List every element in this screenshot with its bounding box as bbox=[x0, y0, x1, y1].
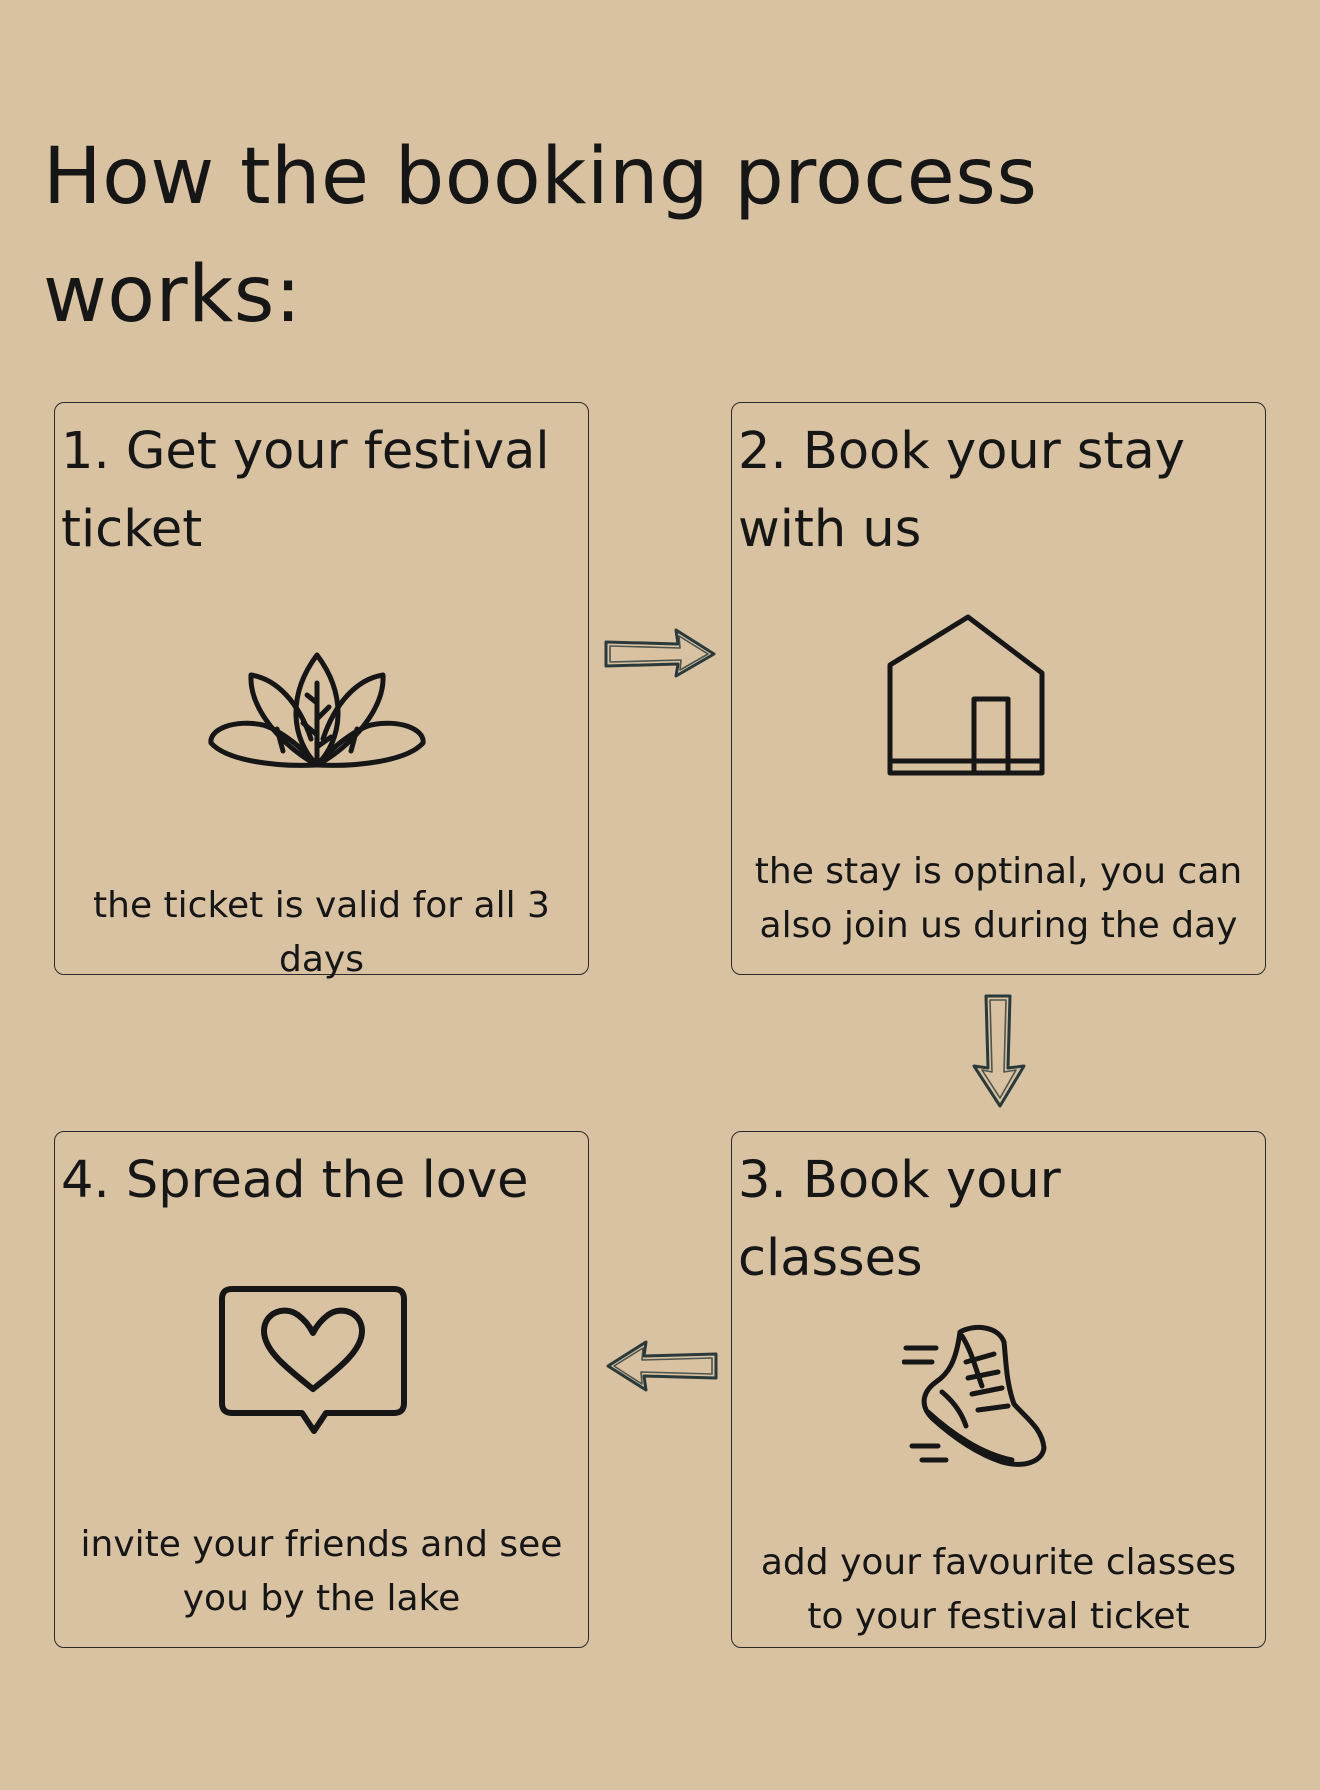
house-icon bbox=[884, 613, 1048, 779]
step-3-card: 3. Book your classes add your favourite … bbox=[731, 1131, 1266, 1648]
arrow-down-icon bbox=[966, 992, 1030, 1110]
step-2-card: 2. Book your stay with us the stay is op… bbox=[731, 402, 1266, 975]
step-2-description: the stay is optinal, you can also join u… bbox=[754, 851, 1243, 946]
step-2-title: 2. Book your stay with us bbox=[738, 422, 1185, 559]
step-4-card: 4. Spread the love invite your friends a… bbox=[54, 1131, 589, 1648]
step-3-title: 3. Book your classes bbox=[738, 1151, 1061, 1288]
step-1-description: the ticket is valid for all 3 days bbox=[93, 885, 550, 980]
page-title: How the booking process works: bbox=[43, 132, 1038, 340]
arrow-left-icon bbox=[602, 1336, 720, 1396]
step-1-card: 1. Get your festival ticket the ticket i… bbox=[54, 402, 589, 980]
step-3-description: add your favourite classes to your festi… bbox=[760, 1542, 1237, 1637]
step-1-title: 1. Get your festival ticket bbox=[61, 422, 550, 559]
lotus-icon bbox=[207, 643, 427, 775]
step-4-description: invite your friends and see you by the l… bbox=[80, 1524, 563, 1619]
arrow-right-icon bbox=[602, 624, 720, 684]
heart-speech-bubble-icon bbox=[218, 1285, 408, 1441]
running-shoe-icon bbox=[902, 1322, 1052, 1472]
step-4-title: 4. Spread the love bbox=[61, 1151, 529, 1210]
